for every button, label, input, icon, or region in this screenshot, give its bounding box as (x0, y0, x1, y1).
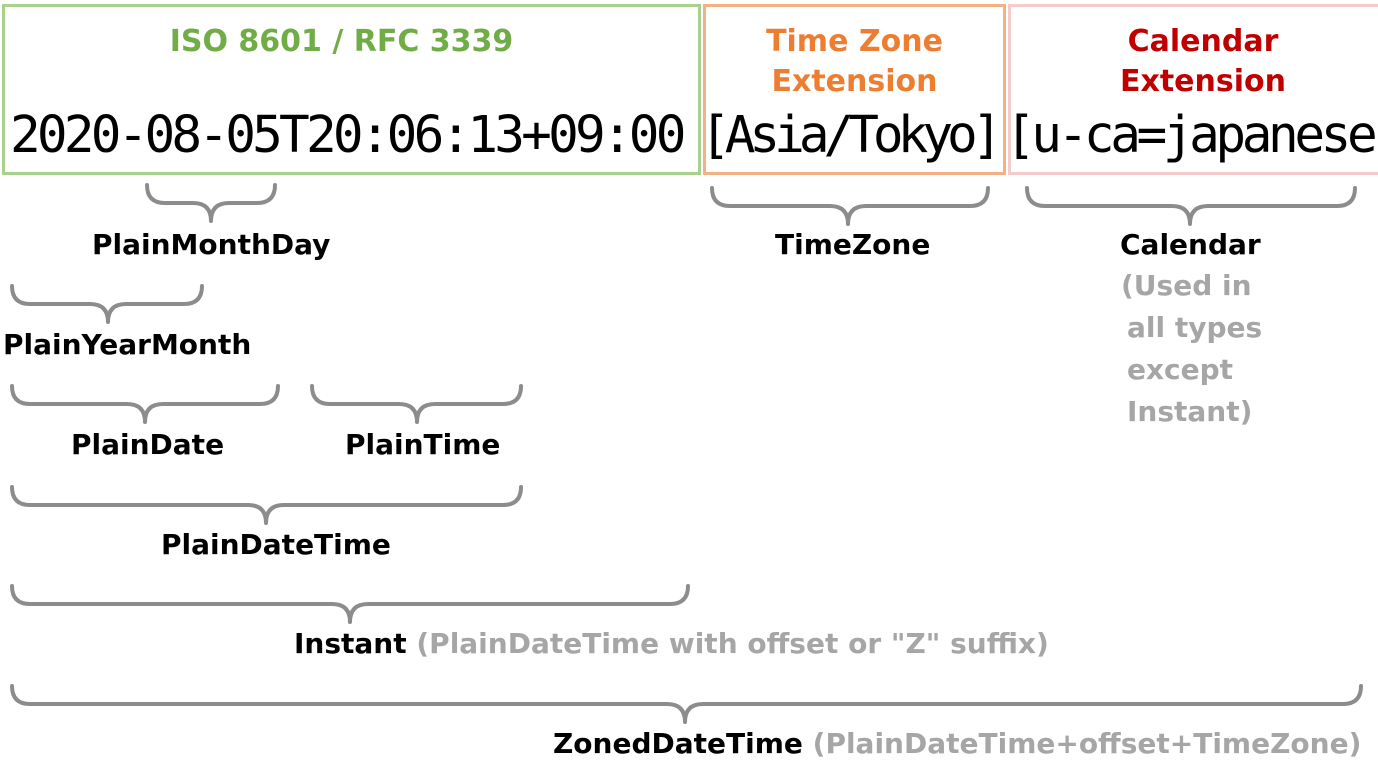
label-time-zone: TimeZone (775, 228, 931, 261)
zoned-note: (PlainDateTime+offset+TimeZone) (812, 727, 1362, 760)
datetime-string: 2020-08-05T20:06:13+09:00 (10, 106, 686, 165)
calendar-extension-title-line1: Calendar (1127, 24, 1279, 59)
calendar-string: [u-ca=japanese (1005, 106, 1378, 165)
timezone-extension-title-line2: Extension (771, 64, 938, 99)
brace-calendar (1025, 186, 1357, 226)
calendar-note-line2: all types (1127, 311, 1263, 344)
calendar-extension-box (1008, 4, 1378, 175)
brace-plain-year-month (10, 284, 204, 324)
calendar-note-line1: (Used in (1121, 269, 1252, 302)
iso-section-title: ISO 8601 / RFC 3339 (169, 24, 514, 59)
label-plain-time: PlainTime (345, 428, 501, 461)
brace-instant (10, 584, 690, 624)
label-plain-date-time: PlainDateTime (161, 528, 391, 561)
timezone-string: [Asia/Tokyo] (700, 106, 1002, 165)
brace-zoned-date-time (10, 684, 1363, 724)
zoned-line: ZonedDateTime (PlainDateTime+offset+Time… (553, 725, 1361, 763)
iso-section-box (2, 4, 701, 175)
brace-plain-time (310, 384, 523, 424)
brace-plain-date (10, 384, 280, 424)
instant-note: (PlainDateTime with offset or "Z" suffix… (416, 627, 1049, 660)
timezone-extension-title-line1: Time Zone (766, 24, 943, 59)
label-instant: Instant (294, 627, 407, 660)
label-plain-date: PlainDate (71, 428, 225, 461)
label-zoned-date-time: ZonedDateTime (553, 727, 803, 760)
timezone-extension-box (703, 4, 1006, 175)
calendar-extension-title-line2: Extension (1120, 64, 1286, 99)
calendar-note-line3: except (1127, 353, 1234, 386)
label-calendar: Calendar (1120, 228, 1261, 261)
brace-plain-month-day (145, 183, 277, 223)
calendar-note-line4: Instant) (1127, 395, 1253, 428)
brace-plain-date-time (10, 485, 523, 525)
label-plain-year-month: PlainYearMonth (3, 328, 252, 361)
label-plain-month-day: PlainMonthDay (92, 228, 331, 261)
instant-line: Instant (PlainDateTime with offset or "Z… (294, 625, 1049, 663)
brace-timezone (710, 186, 990, 226)
